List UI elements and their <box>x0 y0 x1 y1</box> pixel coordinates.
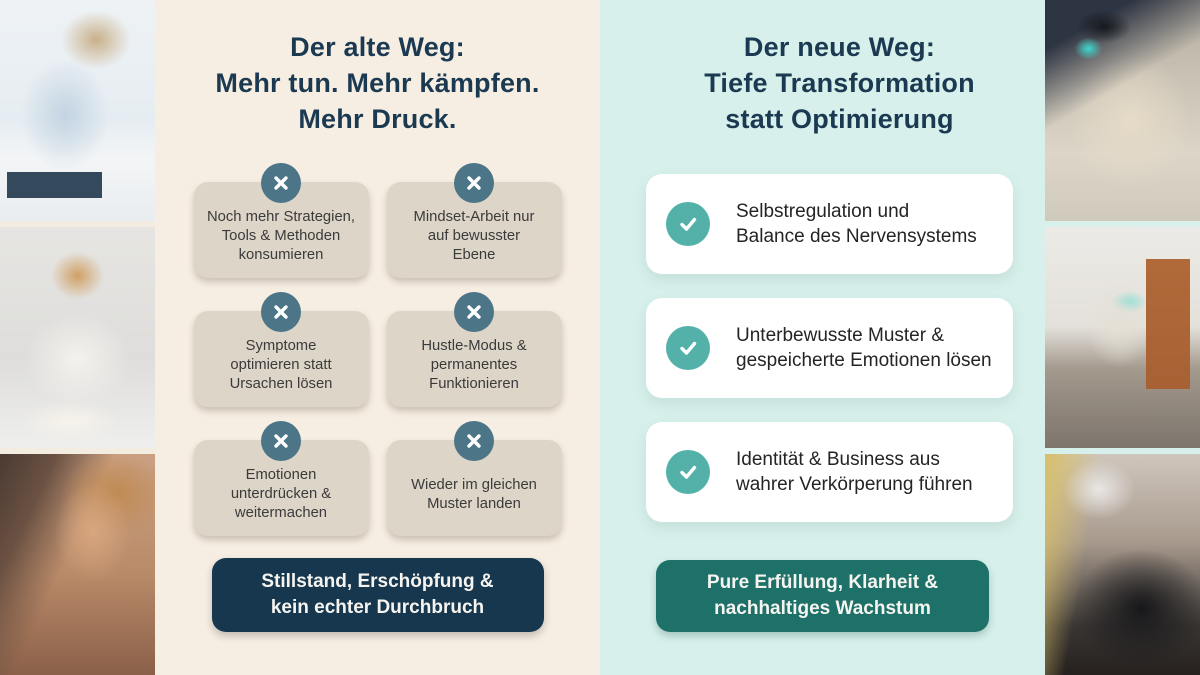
new-way-card-text: Selbstregulation und Balance des Nervens… <box>736 200 977 247</box>
x-icon <box>454 420 494 461</box>
old-way-card-text: Mindset-Arbeit nur auf bewusster Ebene <box>413 209 535 264</box>
new-way-card-list: Selbstregulation und Balance des Nervens… <box>646 173 1013 522</box>
old-way-card: Symptome optimieren statt Ursachen lösen <box>193 291 369 407</box>
photo-worried-woman <box>0 454 155 675</box>
new-way-card: Unterbewusste Muster & gespeicherte Emot… <box>646 297 1013 398</box>
photo-breathwork-session-room <box>1045 227 1200 448</box>
new-way-result-banner: Pure Erfüllung, Klarheit & nachhaltiges … <box>656 560 989 632</box>
old-way-title: Der alte Weg: Mehr tun. Mehr kämpfen. Me… <box>215 32 540 134</box>
old-way-card-text: Symptome optimieren statt Ursachen lösen <box>229 338 333 393</box>
old-way-card: Wieder im gleichen Muster landen <box>386 420 562 536</box>
old-way-panel: Der alte Weg: Mehr tun. Mehr kämpfen. Me… <box>155 0 600 675</box>
new-way-card-text: Identität & Business aus wahrer Verkörpe… <box>736 448 973 495</box>
photo-bodywork-closeup <box>1045 454 1200 675</box>
new-way-card: Selbstregulation und Balance des Nervens… <box>646 173 1013 274</box>
new-way-card: Identität & Business aus wahrer Verkörpe… <box>646 421 1013 522</box>
old-way-card-text: Emotionen unterdrücken & weitermachen <box>230 467 332 522</box>
photo-person-eyemask-headphones <box>1045 0 1200 221</box>
old-way-card: Noch mehr Strategien, Tools & Methoden k… <box>193 162 369 278</box>
right-photo-strip <box>1045 0 1200 675</box>
old-way-card-grid: Noch mehr Strategien, Tools & Methoden k… <box>193 162 562 536</box>
new-way-panel: Der neue Weg: Tiefe Transformation statt… <box>600 0 1045 675</box>
new-way-card-text: Unterbewusste Muster & gespeicherte Emot… <box>736 324 992 371</box>
photo-woman-neck-tension <box>0 227 155 448</box>
x-icon <box>261 291 301 332</box>
old-way-card-text: Wieder im gleichen Muster landen <box>411 476 537 512</box>
left-photo-strip <box>0 0 155 675</box>
check-icon <box>666 449 710 494</box>
old-way-card: Hustle-Modus & permanentes Funktionieren <box>386 291 562 407</box>
old-way-card-text: Hustle-Modus & permanentes Funktionieren <box>421 338 527 393</box>
photo-stressed-woman-desk <box>0 0 155 221</box>
check-icon <box>666 201 710 246</box>
old-way-card: Emotionen unterdrücken & weitermachen <box>193 420 369 536</box>
x-icon <box>261 162 301 203</box>
new-way-title: Der neue Weg: Tiefe Transformation statt… <box>704 32 975 134</box>
x-icon <box>261 420 301 461</box>
old-way-card-text: Noch mehr Strategien, Tools & Methoden k… <box>206 209 356 264</box>
old-way-card: Mindset-Arbeit nur auf bewusster Ebene <box>386 162 562 278</box>
old-way-result-banner: Stillstand, Erschöpfung & kein echter Du… <box>211 558 544 632</box>
check-icon <box>666 325 710 370</box>
x-icon <box>454 162 494 203</box>
x-icon <box>454 291 494 332</box>
